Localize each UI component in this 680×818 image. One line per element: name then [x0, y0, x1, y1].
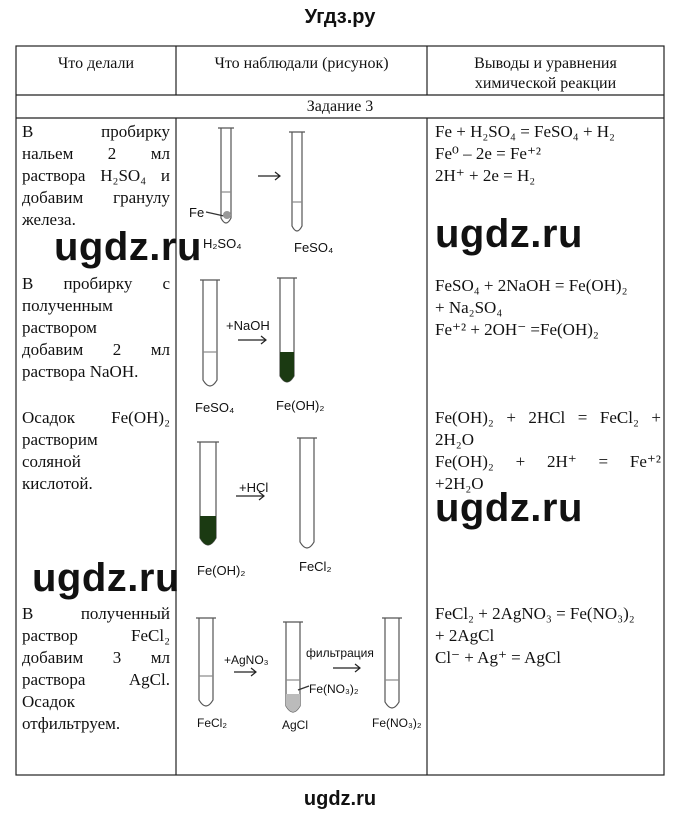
row3-reagent-label: +HCl — [239, 480, 269, 495]
row4-filtration-label: фильтрация — [306, 646, 374, 660]
row1-equations: Fe + H₂SO₄ = FeSO₄ + H₂ Fe⁰ – 2e = Fe⁺² … — [435, 121, 615, 187]
row4-action-line: раствора AgCl. — [22, 670, 170, 689]
row4-left-label: FeCl₂ — [197, 716, 227, 730]
precipitate-icon — [280, 352, 294, 382]
row4-action-line: раствор FeCl₂ — [22, 626, 170, 645]
watermark: ugdz.ru — [32, 556, 180, 600]
watermark: ugdz.ru — [54, 225, 202, 269]
test-tube-icon — [297, 437, 317, 549]
row2-left-label: FeSO₄ — [195, 400, 235, 415]
row2-action-line: добавим 2 мл — [22, 340, 170, 359]
row3-action-line: соляной — [22, 452, 81, 471]
row3-action-line: Осадок Fe(OH)₂ — [22, 408, 170, 427]
test-tube-icon — [200, 279, 220, 387]
row4-right-label: Fe(NO₃)₂ — [372, 716, 422, 730]
site-title: Угдз.ру — [304, 6, 376, 28]
arrow-icon — [238, 335, 267, 345]
iron-granule-icon — [223, 211, 231, 219]
arrow-icon — [258, 171, 281, 181]
arrow-icon — [236, 491, 265, 501]
row4-action-line: отфильтруем. — [22, 714, 121, 733]
row3-equations: Fe(OH)₂ + 2HCl = FeCl₂ + 2H₂O Fe(OH)₂ + … — [435, 407, 661, 495]
row2-action-line: В пробирку с — [22, 274, 170, 293]
arrow-icon — [234, 663, 361, 677]
row4-action: В полученный раствор FeCl₂ добавим 3 мл … — [22, 603, 170, 735]
row1-left-label: H₂SO₄ — [203, 236, 242, 251]
equation: 2H⁺ + 2e = H₂ — [435, 166, 536, 185]
test-tube-icon — [382, 617, 402, 709]
site-footer: ugdz.ru — [303, 788, 377, 810]
row4-action-line: Осадок — [22, 692, 75, 711]
precipitate-icon — [200, 516, 216, 545]
row4-action-line: В полученный — [22, 604, 170, 623]
row4-middle-label: AgCl — [282, 718, 309, 732]
row2-action-line: полученным — [22, 296, 113, 315]
header-conclusions: Выводы и уравнения химической реакции — [427, 54, 664, 94]
row2-action: В пробирку с полученным раствором добави… — [22, 273, 170, 383]
row2-equations: FeSO₄ + 2NaOH = Fe(OH)₂ + Na₂SO₄ Fe⁺² + … — [435, 275, 628, 341]
test-tube-icon — [289, 131, 305, 232]
row1-drawing — [205, 127, 305, 232]
row1-fe-label: Fe — [189, 205, 205, 220]
equation: Fe⁰ – 2e = Fe⁺² — [435, 144, 542, 163]
equation: Fe⁺² + 2OH⁻ =Fe(OH)₂ — [435, 320, 599, 339]
row3-action-line: растворим — [22, 430, 98, 449]
row1-action: В пробирку нальем 2 мл раствора H₂SO₄ и … — [22, 121, 170, 231]
row2-drawing — [200, 277, 297, 387]
row1-right-label: FeSO₄ — [294, 240, 334, 255]
row1-action-line: раствора H₂SO₄ и — [22, 166, 170, 185]
test-tube-icon — [196, 617, 216, 707]
equation: FeCl₂ + 2AgNO₃ = Fe(NO₃)₂ — [435, 604, 635, 623]
equation: FeSO₄ + 2NaOH = Fe(OH)₂ — [435, 276, 628, 295]
equation: 2H₂O — [435, 430, 474, 449]
header-observations: Что наблюдали (рисунок) — [214, 55, 389, 72]
equation: Fe(OH)₂ + 2HCl = FeCl₂ + — [435, 408, 661, 427]
equation: +2H₂O — [435, 474, 484, 493]
row4-equations: FeCl₂ + 2AgNO₃ = Fe(NO₃)₂ + 2AgCl Cl⁻ + … — [435, 603, 635, 669]
equation: Fe + H₂SO₄ = FeSO₄ + H₂ — [435, 122, 615, 141]
watermark: ugdz.ru — [435, 486, 583, 530]
equation: Cl⁻ + Ag⁺ = AgCl — [435, 648, 561, 667]
header-actions: Что делали — [57, 55, 135, 72]
row1-action-line: В пробирку — [22, 122, 170, 141]
row4-reagent-label: +AgNO₃ — [224, 653, 269, 667]
test-tube-icon — [218, 127, 234, 224]
row4-action-line: добавим 3 мл — [22, 648, 170, 667]
row3-drawing — [197, 437, 317, 549]
row4-drawing — [196, 617, 402, 713]
row2-right-label: Fe(OH)₂ — [276, 398, 325, 413]
row4-middle-arrow-label: Fe(NO₃)₂ — [309, 682, 359, 696]
row3-action-line: кислотой. — [22, 474, 93, 493]
row1-action-line: железа. — [22, 210, 76, 229]
header-conclusions-line2: химической реакции — [474, 75, 617, 92]
header-conclusions-line1: Выводы и уравнения — [474, 55, 617, 72]
row2-reagent-label: +NaOH — [226, 318, 270, 333]
row2-action-line: раствором — [22, 318, 97, 337]
precipitate-icon — [286, 694, 300, 712]
equation: + Na₂SO₄ — [435, 298, 503, 317]
row1-action-line: добавим гранулу — [22, 188, 170, 207]
row3-action: Осадок Fe(OH)₂ растворим соляной кислото… — [22, 407, 170, 495]
row2-action-line: раствора NaOH. — [22, 362, 139, 381]
equation: Fe(OH)₂ + 2H⁺ = Fe⁺² — [435, 452, 661, 471]
row1-action-line: нальем 2 мл — [22, 144, 170, 163]
section-title: Задание 3 — [306, 98, 374, 115]
row3-left-label: Fe(OH)₂ — [197, 563, 246, 578]
watermark: ugdz.ru — [435, 212, 583, 256]
row3-right-label: FeCl₂ — [299, 559, 332, 574]
equation: + 2AgCl — [435, 626, 495, 645]
